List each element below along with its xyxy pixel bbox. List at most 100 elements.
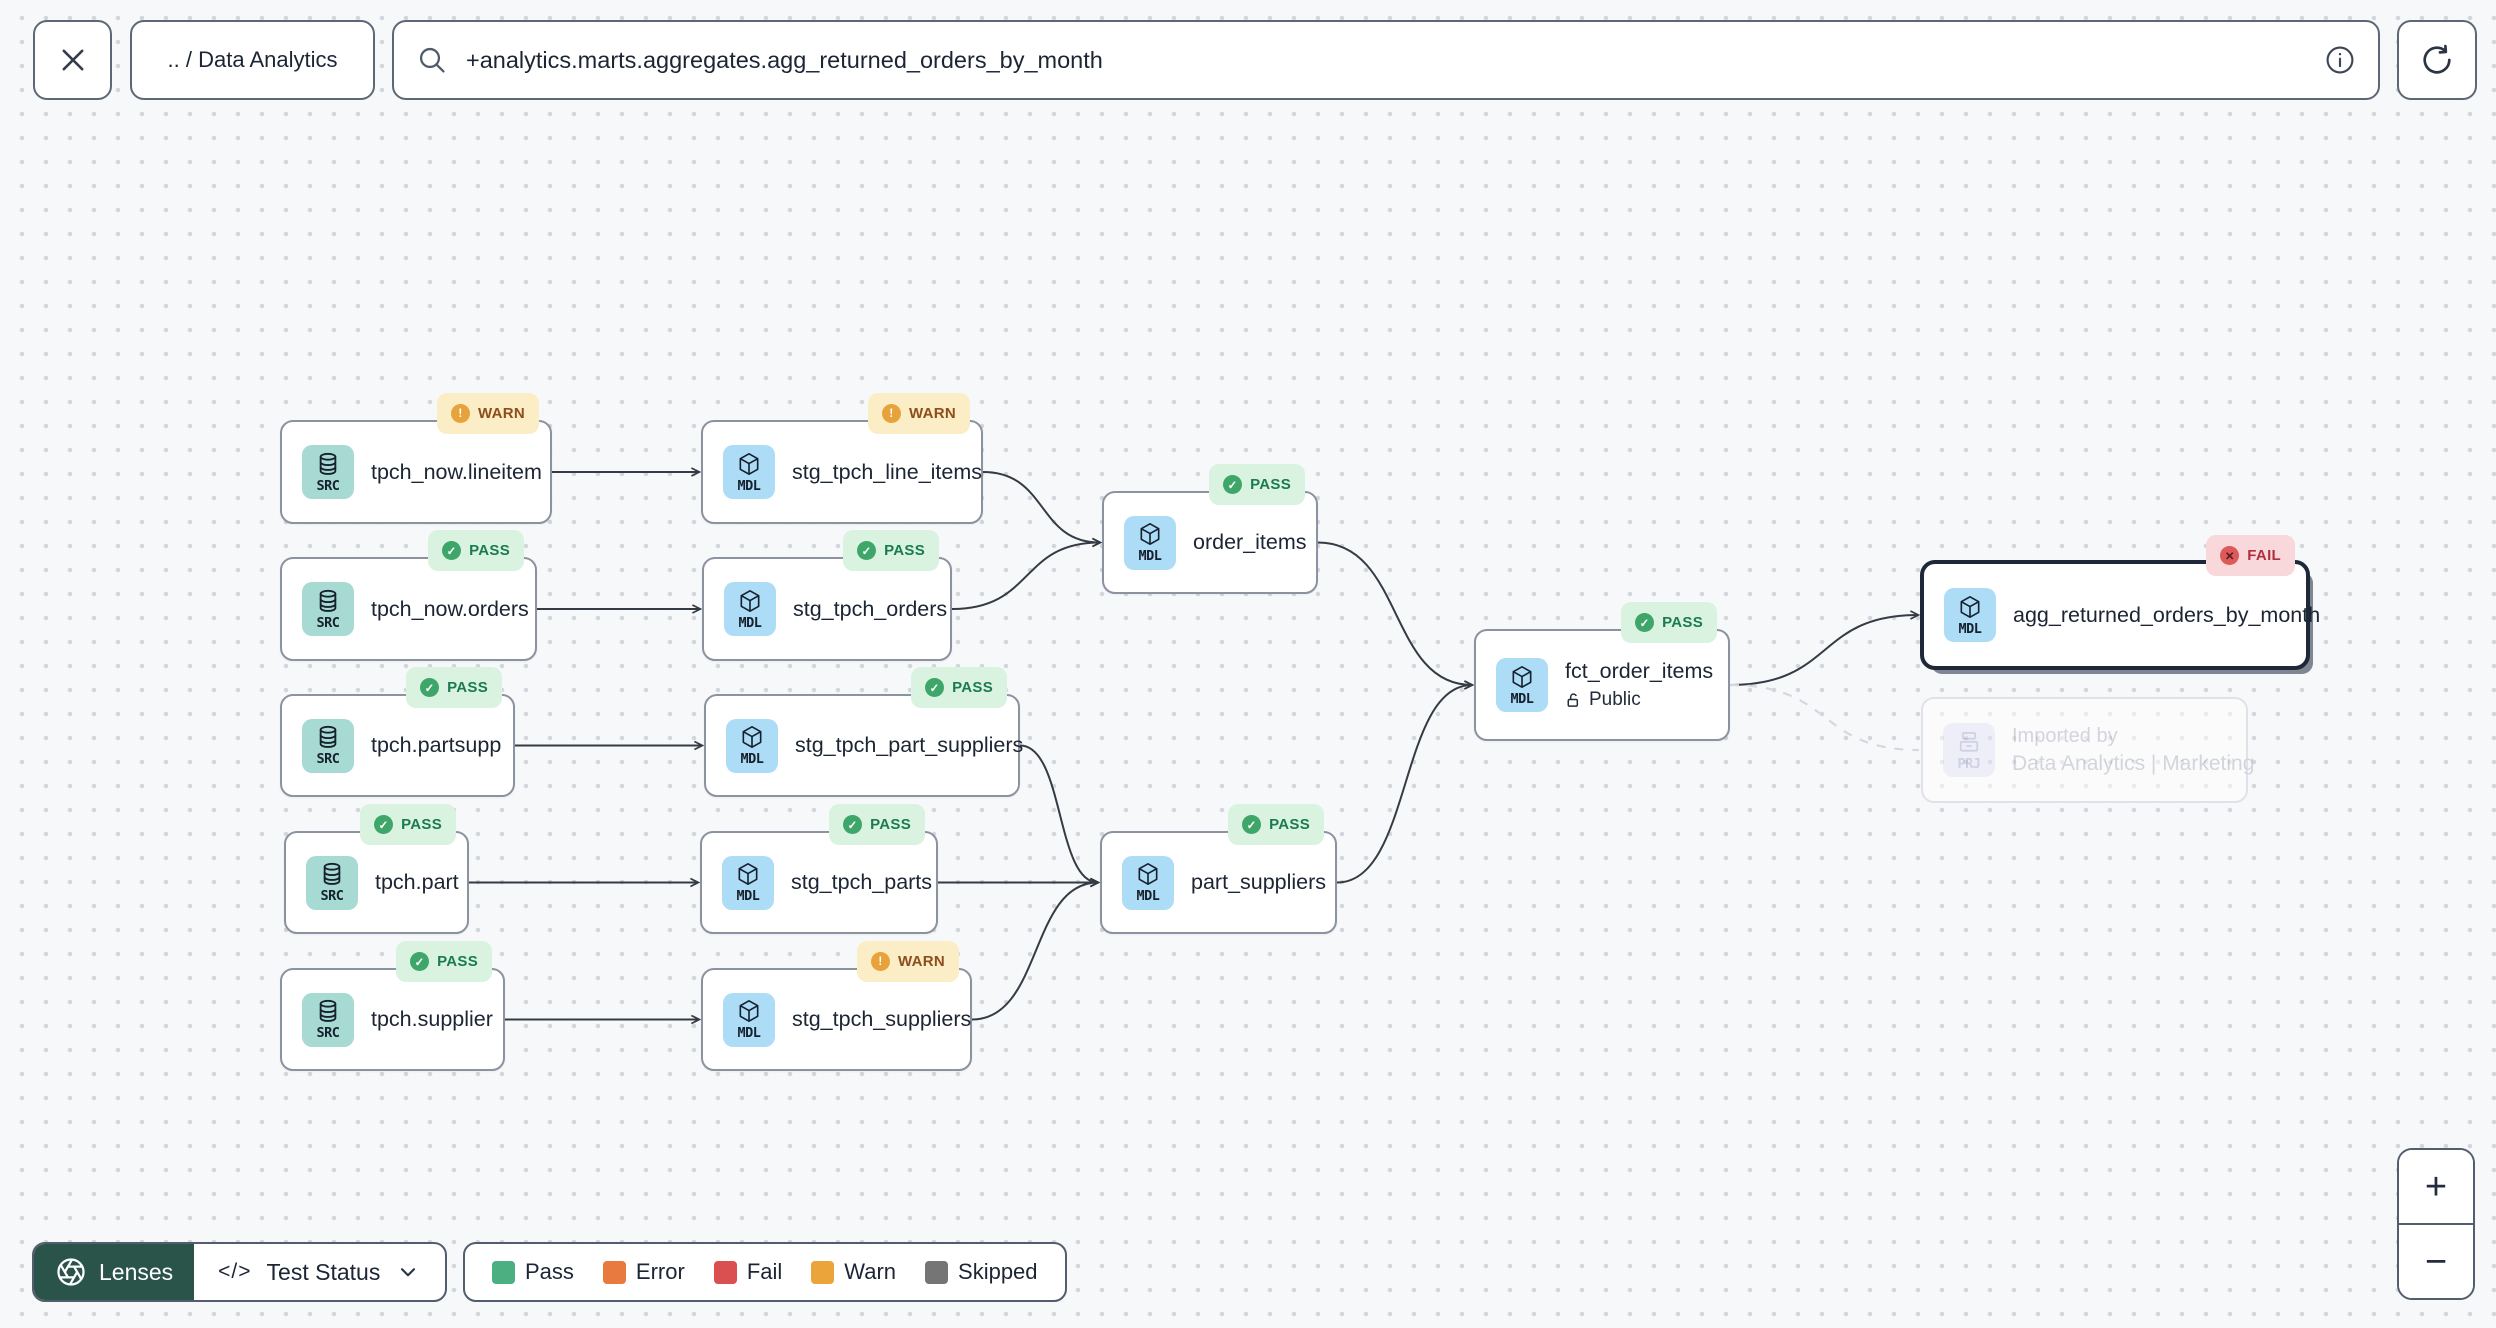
status-badge-warn: !WARN bbox=[867, 393, 970, 434]
close-icon bbox=[62, 49, 83, 71]
breadcrumb-label: .. / Data Analytics bbox=[167, 47, 338, 72]
cube-icon bbox=[1140, 523, 1160, 545]
database-icon bbox=[319, 589, 337, 612]
search-bar[interactable] bbox=[392, 20, 2380, 100]
status-badge-pass: ✓ PASS bbox=[360, 804, 456, 845]
project-icon bbox=[1959, 731, 1979, 752]
node-text: stg_tpch_parts bbox=[791, 870, 932, 895]
prj-type-chip: PRJ bbox=[1943, 723, 1995, 777]
test-status-legend: Pass Error Fail Warn Skipped bbox=[463, 1242, 1067, 1302]
mdl-type-chip: MDL bbox=[1496, 658, 1548, 712]
node-text: stg_tpch_orders bbox=[793, 597, 947, 622]
info-icon[interactable] bbox=[2324, 44, 2356, 76]
chevron-down-icon bbox=[401, 1268, 416, 1277]
cube-icon bbox=[738, 863, 758, 885]
node-label: tpch_now.orders bbox=[371, 596, 529, 621]
status-label: PASS bbox=[870, 816, 911, 833]
lenses-label: Lenses bbox=[99, 1258, 174, 1285]
src-type-chip: SRC bbox=[302, 992, 354, 1047]
mdl-type-chip: MDL bbox=[1944, 588, 1996, 642]
edge-stg_tpch_suppliers-to-part_suppliers bbox=[971, 877, 1101, 1021]
legend-label: Fail bbox=[746, 1259, 783, 1284]
node-label: stg_tpch_line_items bbox=[792, 459, 983, 484]
status-badge-warn: ! WARN bbox=[856, 941, 959, 982]
cube-icon bbox=[1512, 665, 1532, 688]
status-dot-icon: ✓ bbox=[442, 541, 462, 560]
mdl-type-chip: MDL bbox=[1124, 515, 1176, 570]
legend-label: Pass bbox=[525, 1259, 574, 1284]
status-badge-pass: ✓PASS bbox=[843, 530, 939, 571]
node-label: agg_returned_orders_by_month bbox=[2013, 602, 2321, 627]
lens-selected-value: Test Status bbox=[266, 1258, 381, 1285]
lenses-button[interactable]: Lenses bbox=[34, 1244, 195, 1300]
legend-label: Error bbox=[635, 1259, 685, 1284]
node-access-row: Public bbox=[1565, 689, 1713, 711]
cube-icon bbox=[1138, 863, 1158, 885]
status-dot-icon: ✓ bbox=[857, 541, 877, 560]
status-dot-icon: ✓ bbox=[925, 678, 945, 697]
node-text: order_items bbox=[1193, 530, 1307, 555]
node-label: part_suppliers bbox=[1191, 870, 1327, 894]
node-text: stg_tpch_suppliers bbox=[792, 1007, 971, 1032]
status-label: PASS bbox=[401, 816, 442, 833]
legend-item-skipped: Skipped bbox=[925, 1259, 1038, 1285]
lens-selector[interactable]: </> Test Status bbox=[194, 1244, 445, 1300]
zoom-controls: + − bbox=[2397, 1148, 2475, 1300]
status-badge-pass: ✓ PASS bbox=[829, 804, 925, 845]
zoom-in-button[interactable]: + bbox=[2399, 1150, 2473, 1223]
status-dot-icon: ✓ bbox=[843, 815, 863, 834]
graph-node-agg_returned_orders_by_month[interactable]: MDL agg_returned_orders_by_month ✕FAIL bbox=[1920, 535, 2320, 670]
legend-label: Warn bbox=[844, 1259, 897, 1284]
imported-by-label: Imported by bbox=[2012, 724, 2118, 747]
status-dot-icon: ✓ bbox=[1242, 815, 1262, 834]
breadcrumb[interactable]: .. / Data Analytics bbox=[130, 20, 375, 100]
legend-swatch bbox=[492, 1260, 515, 1284]
node-text: part_suppliers bbox=[1191, 870, 1326, 895]
status-label: WARN bbox=[897, 953, 945, 970]
zoom-out-button[interactable]: − bbox=[2399, 1225, 2473, 1298]
refresh-icon bbox=[2423, 44, 2451, 74]
status-dot-icon: ✓ bbox=[374, 815, 394, 834]
mdl-type-chip: MDL bbox=[723, 992, 775, 1047]
lens-control: Lenses </> Test Status bbox=[32, 1242, 448, 1302]
cube-icon bbox=[739, 1000, 759, 1022]
graph-node-stg_tpch_suppliers[interactable]: MDL stg_tpch_suppliers! WARN bbox=[701, 941, 972, 1071]
refresh-button[interactable] bbox=[2397, 20, 2477, 100]
cube-icon bbox=[742, 726, 762, 748]
node-text: tpch.part bbox=[375, 870, 459, 895]
close-button[interactable] bbox=[33, 20, 112, 100]
search-input[interactable] bbox=[464, 45, 2308, 75]
node-label: tpch_now.lineitem bbox=[371, 459, 542, 484]
legend-swatch bbox=[925, 1260, 949, 1284]
status-label: PASS bbox=[447, 679, 488, 696]
edge-fct_order_items-to-agg_returned_orders_by_month bbox=[1729, 610, 1921, 686]
status-dot-icon: ✓ bbox=[1635, 613, 1655, 632]
node-label: stg_tpch_parts bbox=[791, 870, 933, 894]
status-dot-icon: ✕ bbox=[2220, 546, 2240, 565]
status-badge-fail: ✕FAIL bbox=[2206, 535, 2295, 576]
node-label: order_items bbox=[1193, 530, 1307, 554]
status-badge-warn: !WARN bbox=[436, 393, 539, 434]
node-text: stg_tpch_line_items bbox=[792, 460, 982, 485]
status-badge-pass: ✓PASS bbox=[1621, 602, 1717, 643]
status-dot-icon: ! bbox=[870, 952, 890, 971]
node-label: stg_tpch_orders bbox=[793, 596, 948, 621]
legend-item-pass: Pass bbox=[492, 1259, 574, 1285]
edge-stg_tpch_line_items-to-order_items bbox=[982, 471, 1103, 548]
edge-stg_tpch_part_suppliers-to-part_suppliers bbox=[1019, 744, 1101, 888]
